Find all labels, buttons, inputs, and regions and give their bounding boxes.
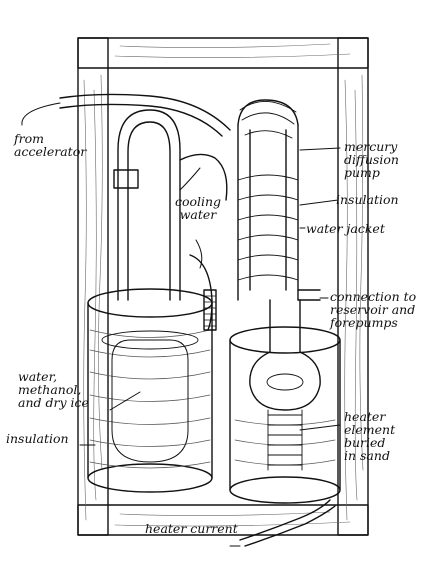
cold-bath-dewar [87, 288, 213, 493]
insulation-left-label: insulation [6, 431, 69, 446]
connection-label: connection to reservoir and forepumps [330, 289, 417, 330]
mercury-diffusion-pump [237, 99, 321, 301]
heater-current-label: heater current [145, 521, 238, 536]
wooden-frame [77, 37, 369, 536]
heater-wire [239, 499, 336, 547]
leader-lines [21, 102, 341, 547]
cold-bath-label: water, methanol, and dry ice [18, 369, 89, 410]
heater-element-label: heater element buried in sand [344, 409, 396, 463]
cooling-water-label: cooling water [174, 194, 222, 222]
cooling-water-hose [179, 153, 228, 331]
insulation-right-label: insulation [336, 192, 399, 207]
water-jacket-label: water jacket [306, 221, 385, 236]
heater-dewar [229, 299, 341, 504]
cold-trap-u-tube [59, 93, 231, 463]
from-accelerator-label: from accelerator [14, 131, 87, 159]
mercury-diffusion-pump-label: mercury diffusion pump [344, 139, 399, 180]
